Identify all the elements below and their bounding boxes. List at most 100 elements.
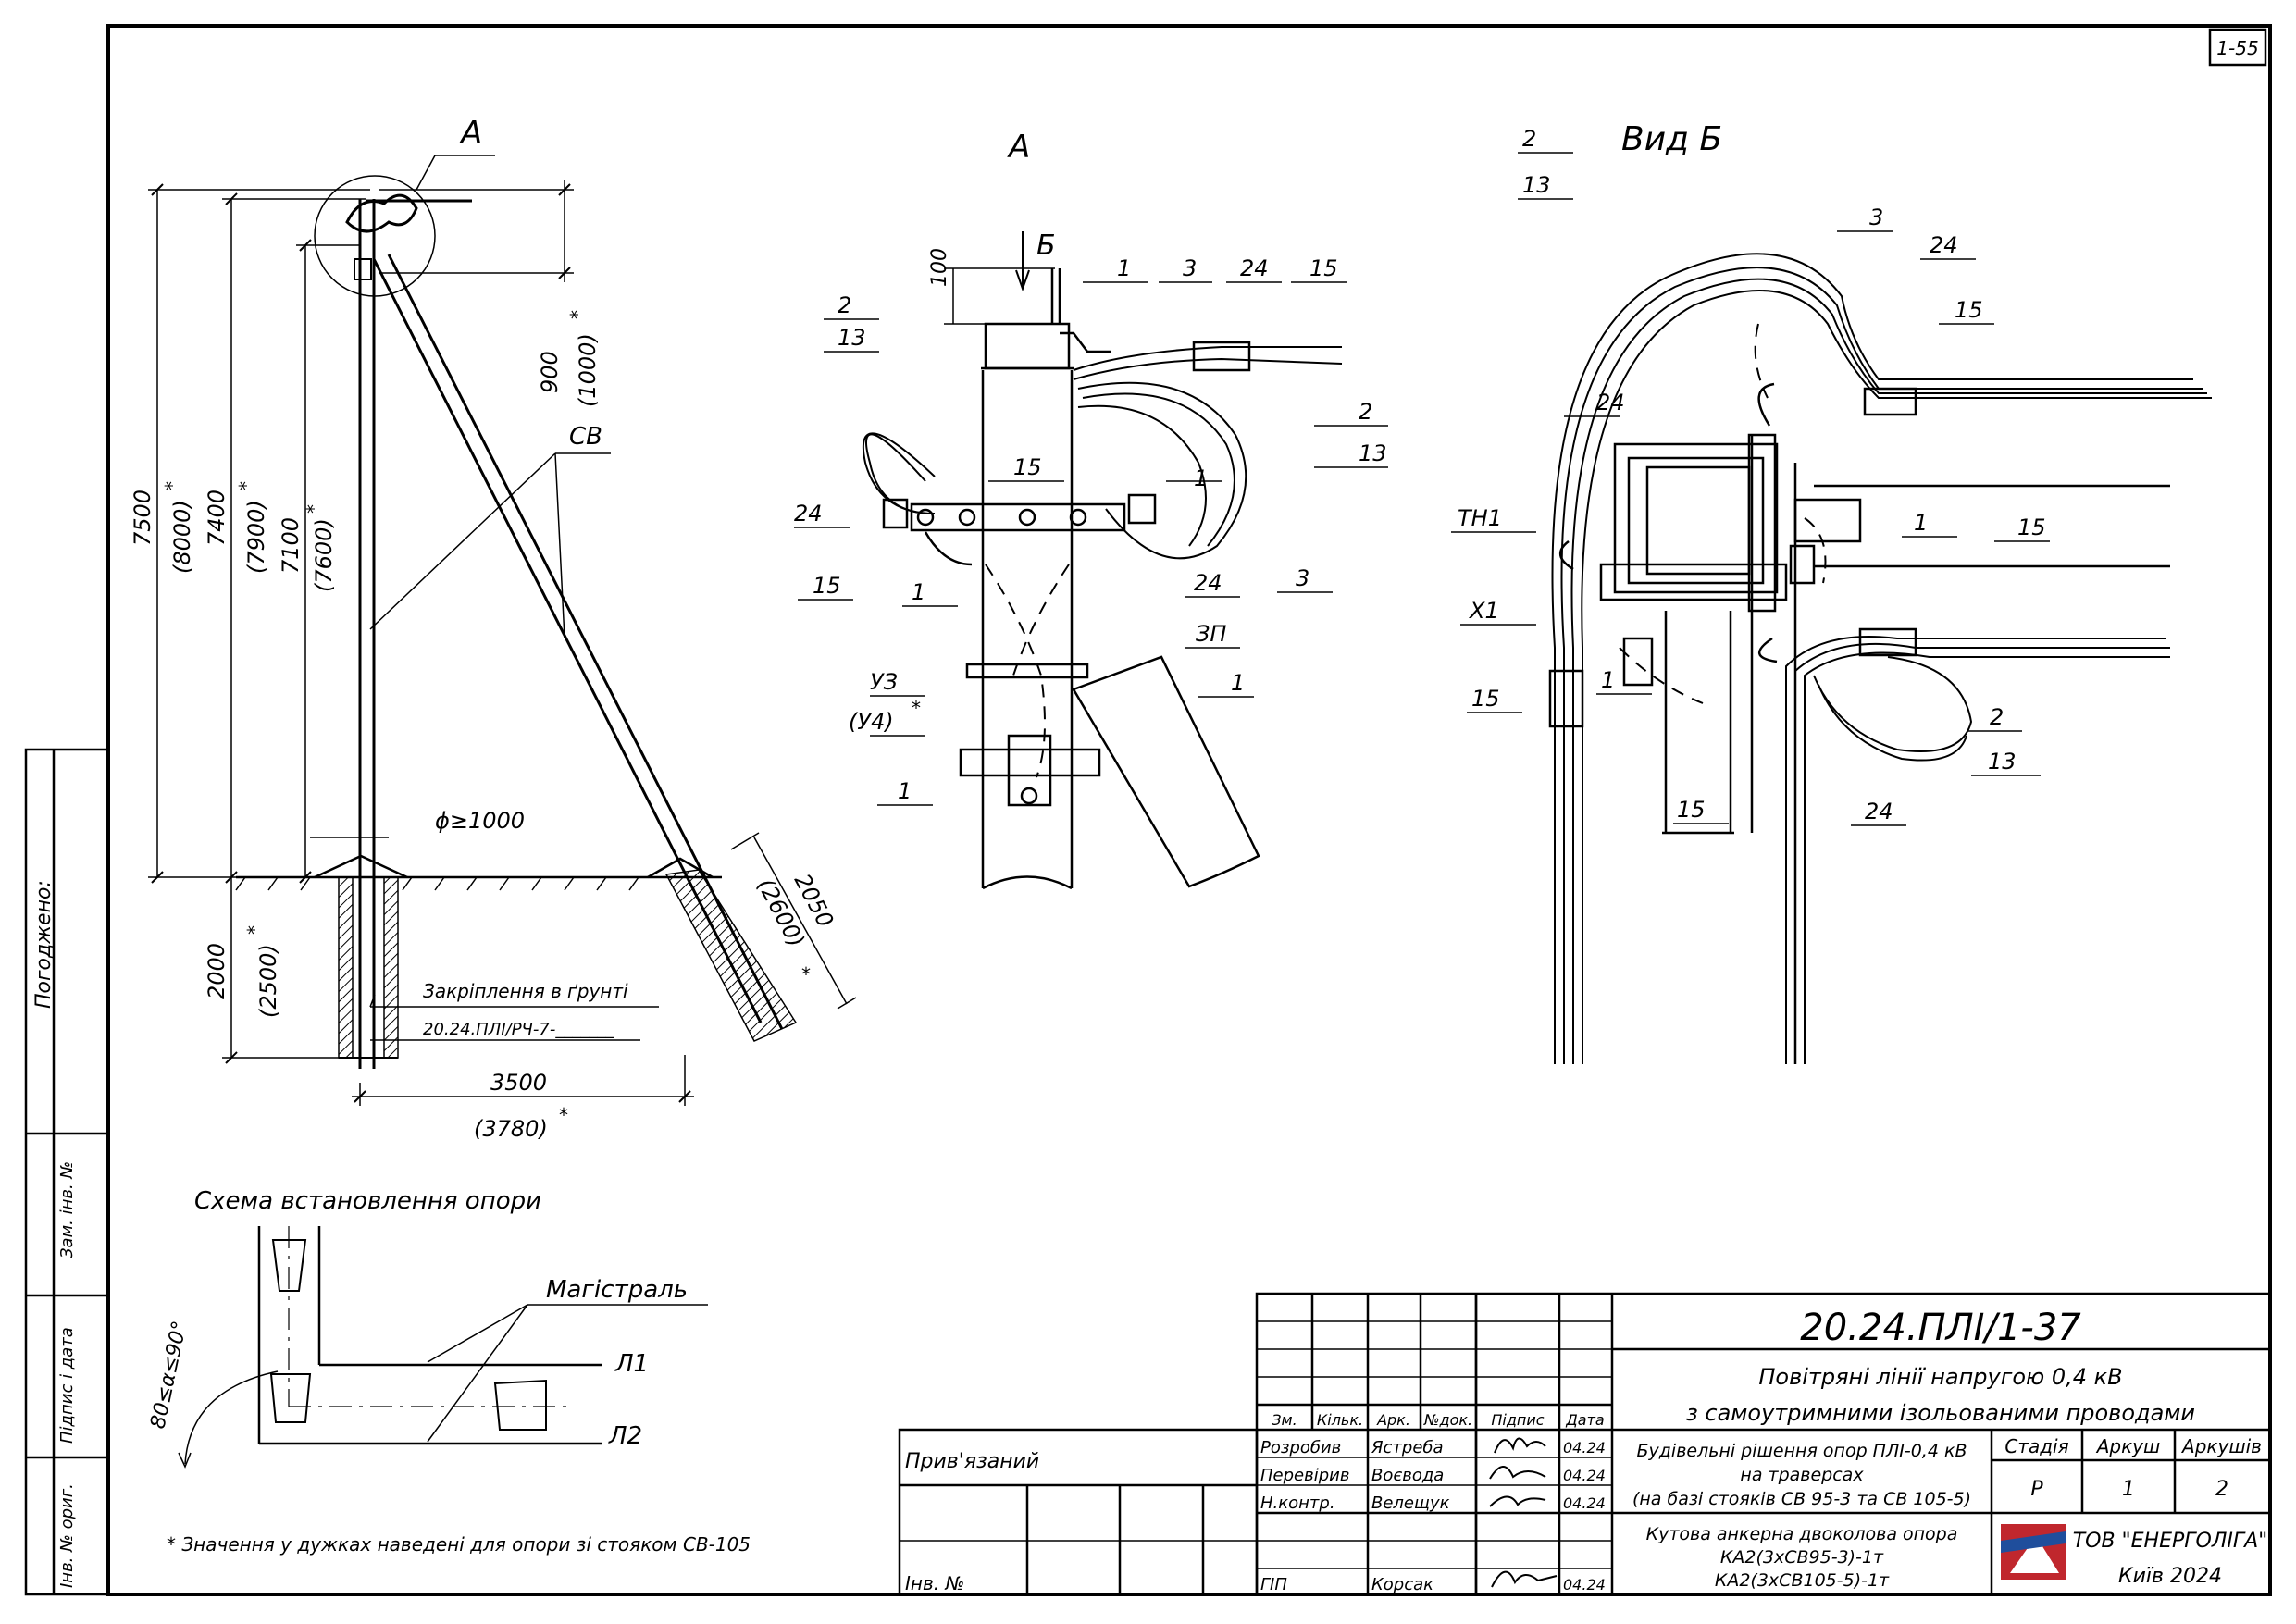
dim-1000-star: * (566, 310, 589, 319)
sv-label: СВ (569, 423, 602, 451)
title-line1: Повітряні лінії напругою 0,4 кВ (1758, 1364, 2122, 1390)
company-logo (2001, 1524, 2066, 1580)
callout-a-2b: 2 (1359, 399, 1372, 425)
callout-a-label: A (459, 115, 482, 152)
company-name: ТОВ "ЕНЕРГОЛІГА" (2073, 1530, 2268, 1553)
dim-2500-star: * (243, 925, 266, 935)
sheet-label: Аркуш (2095, 1435, 2161, 1457)
callout-a-24: 24 (1240, 255, 1269, 281)
signer-role-2: Перевірив (1260, 1466, 1349, 1485)
sheet-value: 1 (2122, 1478, 2135, 1501)
dim-7600-star: * (303, 504, 325, 514)
drawing-line1: Кутова анкерна двоколова опора (1646, 1524, 1958, 1544)
signer-date-2: 04.24 (1563, 1467, 1606, 1484)
signer-name-2: Воєвода (1371, 1466, 1444, 1485)
callout-b-1b: 1 (1601, 667, 1615, 693)
approved-label: Погоджено: (32, 880, 56, 1009)
drawing-line2: КА2(3хСВ95-3)-1т (1720, 1547, 1884, 1568)
footnote: * Значення у дужках наведені для опори з… (167, 1533, 751, 1556)
scheme-main-label: Магістраль (546, 1276, 688, 1304)
callout-b-2b: 2 (1990, 704, 2004, 730)
callout-a-u4: (У4) (849, 709, 894, 735)
callout-a-uz: УЗ (870, 669, 898, 695)
hdr-doc: №док. (1423, 1411, 1472, 1429)
signer-role-3: Н.контр. (1260, 1494, 1335, 1513)
pole-dimension-ticks (151, 183, 691, 1103)
callout-a-24c: 24 (1194, 570, 1222, 596)
callout-a-1c: 1 (912, 579, 925, 605)
dim-3780: (3780) (474, 1116, 548, 1142)
callout-a-2: 2 (838, 292, 851, 318)
signer-role-1: Розробив (1260, 1438, 1341, 1457)
detail-a-circle (314, 175, 436, 297)
callout-b-x1: Х1 (1468, 598, 1499, 624)
sheets-value: 2 (2215, 1478, 2228, 1501)
callout-a-u4-star: * (912, 697, 921, 719)
sign-date-label: Підпис і дата (57, 1327, 77, 1444)
signer-role-4: ГІП (1260, 1575, 1287, 1594)
callout-b-15d: 15 (1677, 797, 1706, 823)
callout-b-3: 3 (1869, 205, 1883, 230)
arrow-b-label: Б (1036, 229, 1056, 262)
desc-line3: (на базі стояків СВ 95-3 та СВ 105-5) (1632, 1489, 1971, 1509)
signer-date-3: 04.24 (1563, 1494, 1606, 1512)
ground-fix-code: 20.24.ПЛІ/РЧ-7-_______ (423, 1020, 614, 1039)
dim-7100: 7100 (278, 517, 304, 574)
left-margin-stamp (24, 748, 110, 1596)
dim-7900-star: * (235, 481, 257, 490)
dim-8000-star: * (161, 481, 183, 490)
company-city: Київ 2024 (2118, 1565, 2222, 1588)
callout-b-13: 13 (1522, 172, 1551, 198)
ground-fix-label: Закріплення в ґрунті (423, 980, 628, 1002)
dim-3500: 3500 (490, 1070, 547, 1096)
callout-a-1e: 1 (898, 778, 912, 804)
stage-value: Р (2030, 1478, 2043, 1501)
callout-b-15c: 15 (1471, 686, 1500, 712)
signatures (1489, 1437, 1558, 1588)
signer-date-1: 04.24 (1563, 1439, 1606, 1457)
callout-a-1b: 1 (1194, 465, 1208, 491)
install-scheme (178, 1226, 708, 1469)
inv-label: Інв. № (905, 1572, 964, 1594)
callout-a-3: 3 (1183, 255, 1197, 281)
callout-a-1d: 1 (1231, 670, 1245, 696)
hdr-kilk: Кільк. (1317, 1411, 1363, 1429)
callout-a-13b: 13 (1359, 440, 1387, 466)
dim-3780-star: * (559, 1104, 568, 1126)
view-b-detail (1548, 253, 2212, 1064)
dim-phi: ϕ≥1000 (435, 808, 525, 834)
view-b-title: Вид Б (1621, 120, 1722, 158)
dim-2500: (2500) (255, 944, 281, 1018)
callout-b-24c: 24 (1865, 799, 1893, 824)
signer-name-1: Ястреба (1371, 1438, 1444, 1457)
title-block (898, 1292, 2272, 1596)
callouts-view-b (1451, 152, 2050, 826)
stage-label: Стадія (2004, 1435, 2068, 1457)
view-a-title: A (1007, 129, 1030, 166)
doc-code: 20.24.ПЛІ/1-37 (1800, 1307, 2081, 1349)
dim-2600-star: * (801, 963, 811, 986)
dim-7600: (7600) (311, 518, 337, 592)
callout-a-15c: 15 (813, 573, 841, 599)
callout-b-13b: 13 (1988, 749, 2017, 775)
pole-dimensions (148, 180, 857, 1106)
dim-7900: (7900) (243, 500, 269, 574)
callouts-view-a (794, 281, 1388, 806)
callout-b-2: 2 (1522, 126, 1536, 152)
sheet-number: 1-55 (2216, 37, 2258, 59)
inv-repl-label: Зам. інв. № (57, 1161, 77, 1258)
signer-name-3: Велещук (1371, 1494, 1450, 1513)
bound-label: Прив'язаний (905, 1450, 1039, 1473)
dim-7500: 7500 (130, 490, 155, 546)
callout-a-zp: ЗП (1196, 621, 1226, 647)
hdr-ark: Арк. (1376, 1411, 1410, 1429)
callout-a-13: 13 (838, 325, 866, 351)
signer-date-4: 04.24 (1563, 1576, 1606, 1593)
dim-7400: 7400 (204, 490, 230, 546)
callout-b-24b: 24 (1596, 390, 1625, 415)
scheme-title: Схема встановлення опори (194, 1187, 541, 1215)
dim-1000: (1000) (575, 333, 601, 407)
desc-line2: на траверсах (1740, 1465, 1864, 1485)
dim-2000: 2000 (204, 943, 230, 999)
